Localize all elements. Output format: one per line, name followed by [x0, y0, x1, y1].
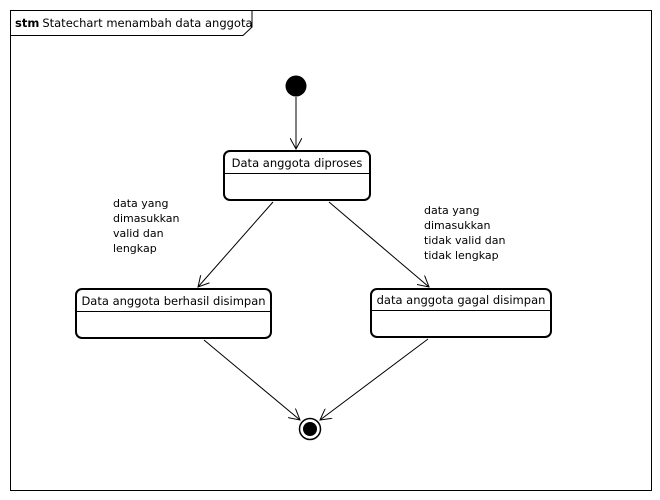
state-failure[interactable]: data anggota gagal disimpan — [370, 288, 552, 338]
transition-failure-to-final — [320, 338, 429, 420]
guard-valid: data yang dimasukkan valid dan lengkap — [113, 197, 183, 255]
state-failure-label: data anggota gagal disimpan — [377, 293, 546, 307]
guard-invalid-line: tidak lengkap — [424, 249, 499, 262]
frame-title-tab — [10, 10, 253, 36]
frame-title-text: Statechart menambah data anggota — [42, 16, 252, 30]
transition-success-to-final — [203, 339, 300, 420]
diagram-frame — [10, 10, 652, 491]
guard-valid-line: dimasukkan — [113, 212, 179, 225]
transition-processing-to-success — [198, 201, 274, 287]
guard-invalid-line: data yang — [424, 204, 479, 217]
guard-invalid-line: tidak valid dan — [424, 234, 506, 247]
guard-invalid-line: dimasukkan — [424, 219, 490, 232]
state-success-label: Data anggota berhasil disimpan — [81, 294, 265, 308]
state-processing[interactable]: Data anggota diproses — [223, 150, 371, 201]
transition-processing-to-failure — [328, 201, 429, 287]
guard-valid-line: valid dan — [113, 227, 164, 240]
guard-valid-line: lengkap — [113, 242, 157, 255]
initial-node — [285, 75, 307, 97]
state-processing-label: Data anggota diproses — [232, 156, 363, 170]
guard-valid-line: data yang — [113, 197, 168, 210]
final-node — [298, 417, 322, 441]
guard-invalid: data yang dimasukkan tidak valid dan tid… — [424, 204, 509, 262]
state-success[interactable]: Data anggota berhasil disimpan — [75, 288, 272, 339]
frame-keyword: stm — [15, 16, 39, 30]
